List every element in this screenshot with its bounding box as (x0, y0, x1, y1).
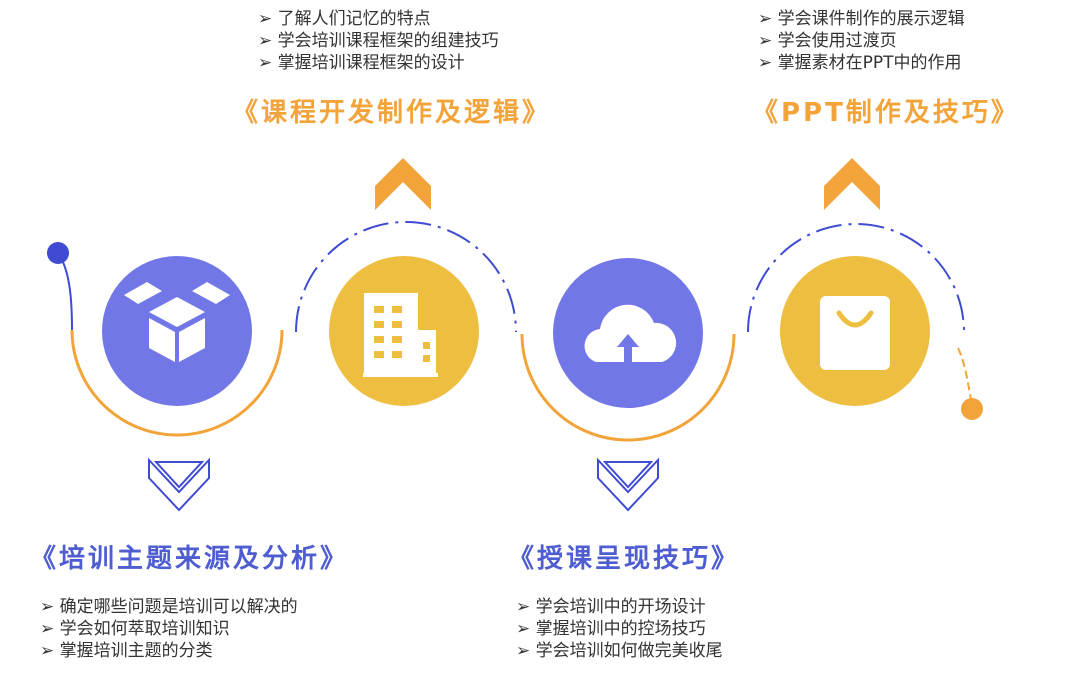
list-item: 掌握培训中的控场技巧 (516, 618, 723, 640)
stage-3-bullets: 学会培训中的开场设计 掌握培训中的控场技巧 学会培训如何做完美收尾 (516, 596, 723, 662)
stage-2-title: 《课程开发制作及逻辑》 (232, 98, 552, 128)
arrow-up-stage-4 (824, 158, 880, 210)
list-item: 确定哪些问题是培训可以解决的 (40, 596, 298, 618)
end-connector (957, 347, 973, 406)
arc-stage-3 (520, 333, 736, 442)
shopping-bag-icon (820, 296, 890, 370)
start-connector (57, 252, 73, 331)
stage-1-title: 《培训主题来源及分析》 (30, 544, 350, 574)
stage-4-bullets: 学会课件制作的展示逻辑 学会使用过渡页 掌握素材在PPT中的作用 (758, 8, 965, 74)
list-item: 掌握素材在PPT中的作用 (758, 52, 965, 74)
list-item: 了解人们记忆的特点 (258, 8, 499, 30)
end-dot (961, 398, 983, 420)
list-item: 学会如何萃取培训知识 (40, 618, 298, 640)
arc-stage-1 (70, 329, 284, 437)
arc-stage-2 (295, 221, 517, 333)
list-item: 学会培训如何做完美收尾 (516, 640, 723, 662)
stage-1-circle (102, 256, 252, 406)
list-item: 学会培训中的开场设计 (516, 596, 723, 618)
stage-2-bullets: 了解人们记忆的特点 学会培训课程框架的组建技巧 掌握培训课程框架的设计 (258, 8, 499, 74)
arc-stage-4 (747, 223, 965, 333)
stage-1-bullets: 确定哪些问题是培训可以解决的 学会如何萃取培训知识 掌握培训主题的分类 (40, 596, 298, 662)
arrow-down-stage-1 (148, 457, 210, 512)
stage-4-title: 《PPT制作及技巧》 (752, 98, 1020, 128)
list-item: 掌握培训主题的分类 (40, 640, 298, 662)
cloud-upload-icon (584, 304, 677, 362)
list-item: 学会培训课程框架的组建技巧 (258, 30, 499, 52)
building-icon (363, 293, 438, 377)
arrow-up-stage-2 (375, 158, 431, 210)
list-item: 学会使用过渡页 (758, 30, 965, 52)
list-item: 学会课件制作的展示逻辑 (758, 8, 965, 30)
box-icon (124, 282, 230, 362)
stage-3-title: 《授课呈现技巧》 (508, 544, 741, 574)
list-item: 掌握培训课程框架的设计 (258, 52, 499, 74)
arrow-down-stage-3 (597, 457, 659, 512)
